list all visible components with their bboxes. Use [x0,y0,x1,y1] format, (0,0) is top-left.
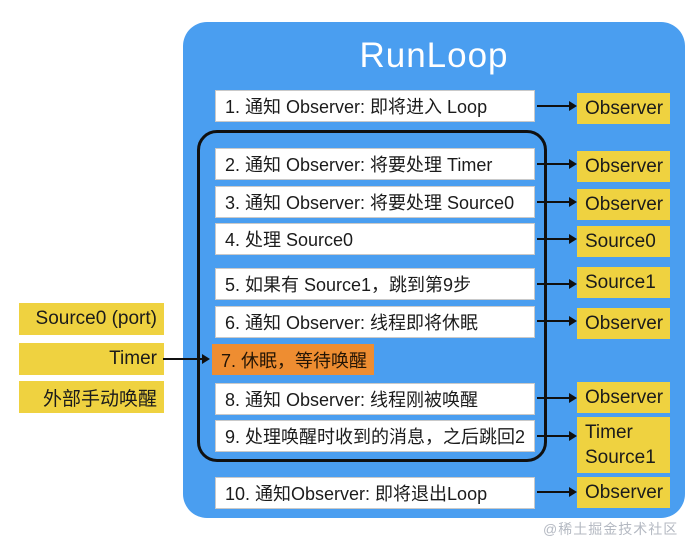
step-box-8: 8. 通知 Observer: 线程刚被唤醒 [215,383,535,415]
target-box-source1-step5: Source1 [577,267,670,298]
target-box-observer-step6: Observer [577,308,670,339]
watermark: @稀土掘金技术社区 [543,521,679,537]
step-box-4: 4. 处理 Source0 [215,223,535,255]
target-box-observer-step2: Observer [577,151,670,182]
loop-core-frame [197,130,547,462]
arrow-step5-to-source1 [537,279,577,289]
input-box-external-wake: 外部手动唤醒 [19,381,164,413]
step-box-5: 5. 如果有 Source1，跳到第9步 [215,268,535,300]
target-box-observer-step8: Observer [577,382,670,413]
arrow-timer-to-step7 [163,354,210,364]
step-box-7-sleep-highlight: 7. 休眠，等待唤醒 [212,344,374,375]
arrow-step1-to-observer [537,101,577,111]
step-box-3: 3. 通知 Observer: 将要处理 Source0 [215,186,535,218]
step-box-6: 6. 通知 Observer: 线程即将休眠 [215,306,535,338]
arrow-step4-to-source0 [537,234,577,244]
step-box-10: 10. 通知Observer: 即将退出Loop [215,477,535,509]
target-box-observer-step10: Observer [577,477,670,508]
target-box-timer-source1-step9: Timer Source1 [577,417,670,473]
arrow-step6-to-observer [537,316,577,326]
target-box-source0-step4: Source0 [577,226,670,257]
step-box-1: 1. 通知 Observer: 即将进入 Loop [215,90,535,122]
input-box-timer: Timer [19,343,164,375]
arrow-step9-to-timer-source1 [537,431,577,441]
step-box-2: 2. 通知 Observer: 将要处理 Timer [215,148,535,180]
arrow-step8-to-observer [537,393,577,403]
diagram-title: RunLoop [359,36,509,75]
arrow-step3-to-observer [537,197,577,207]
target-box-observer-step1: Observer [577,93,670,124]
arrow-step2-to-observer [537,159,577,169]
input-box-source0-port: Source0 (port) [19,303,164,335]
step-box-9: 9. 处理唤醒时收到的消息，之后跳回2 [215,420,535,452]
target-box-observer-step3: Observer [577,189,670,220]
arrow-step10-to-observer [537,487,577,497]
